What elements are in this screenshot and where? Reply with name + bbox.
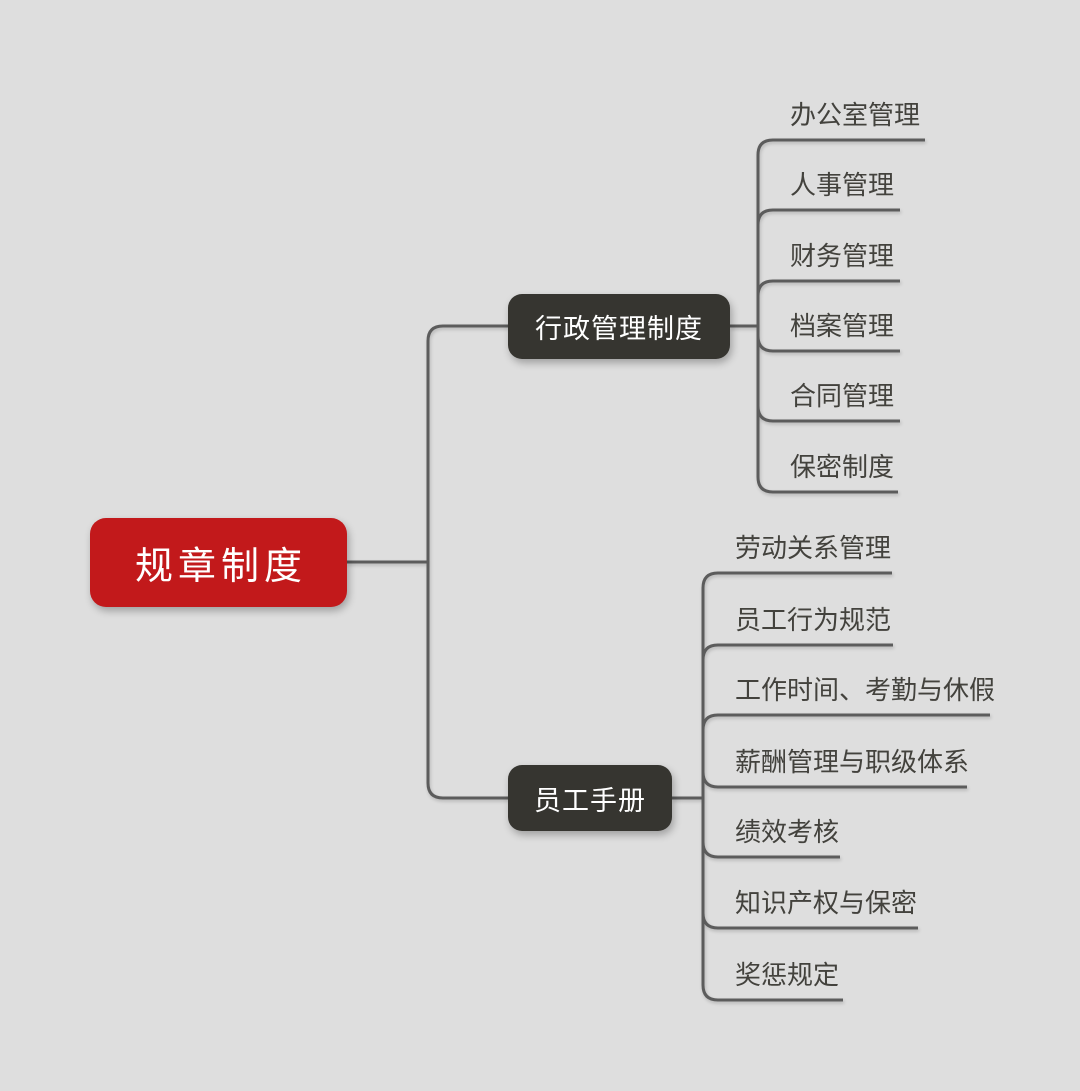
leaf-topic-contract-management[interactable]: 合同管理 bbox=[790, 381, 895, 411]
leaf-underline bbox=[701, 771, 967, 798]
connector-path bbox=[426, 324, 508, 562]
leaf-underline bbox=[756, 279, 900, 326]
leaf-topic-reward-punishment[interactable]: 奖惩规定 bbox=[735, 960, 840, 990]
leaf-underline bbox=[701, 713, 990, 798]
leaf-topic-confidentiality-system[interactable]: 保密制度 bbox=[790, 452, 895, 482]
leaf-topic-finance-management[interactable]: 财务管理 bbox=[790, 241, 895, 271]
leaf-underline bbox=[756, 208, 900, 326]
branch-topic-administration[interactable]: 行政管理制度 bbox=[508, 294, 730, 359]
leaf-topic-hr-management[interactable]: 人事管理 bbox=[790, 170, 895, 200]
leaf-topic-working-hours-attendance-leave[interactable]: 工作时间、考勤与休假 bbox=[735, 675, 996, 705]
leaf-topic-compensation-and-ranks[interactable]: 薪酬管理与职级体系 bbox=[735, 747, 970, 777]
leaf-underline bbox=[701, 571, 892, 798]
leaf-topic-archive-management[interactable]: 档案管理 bbox=[790, 311, 895, 341]
leaf-underline bbox=[756, 138, 925, 326]
leaf-topic-ip-and-confidentiality[interactable]: 知识产权与保密 bbox=[735, 888, 918, 918]
leaf-topic-performance-review[interactable]: 绩效考核 bbox=[735, 817, 840, 847]
branch-topic-handbook[interactable]: 员工手册 bbox=[508, 765, 672, 831]
leaf-underline bbox=[701, 643, 893, 798]
leaf-topic-office-management[interactable]: 办公室管理 bbox=[790, 100, 921, 130]
leaf-underline bbox=[701, 798, 843, 1002]
leaf-topic-code-of-conduct[interactable]: 员工行为规范 bbox=[735, 605, 892, 635]
connector-path bbox=[426, 562, 508, 800]
leaf-topic-labor-relations[interactable]: 劳动关系管理 bbox=[735, 533, 892, 563]
leaf-underline bbox=[756, 326, 898, 494]
root-topic-node[interactable]: 规章制度 bbox=[90, 518, 347, 607]
